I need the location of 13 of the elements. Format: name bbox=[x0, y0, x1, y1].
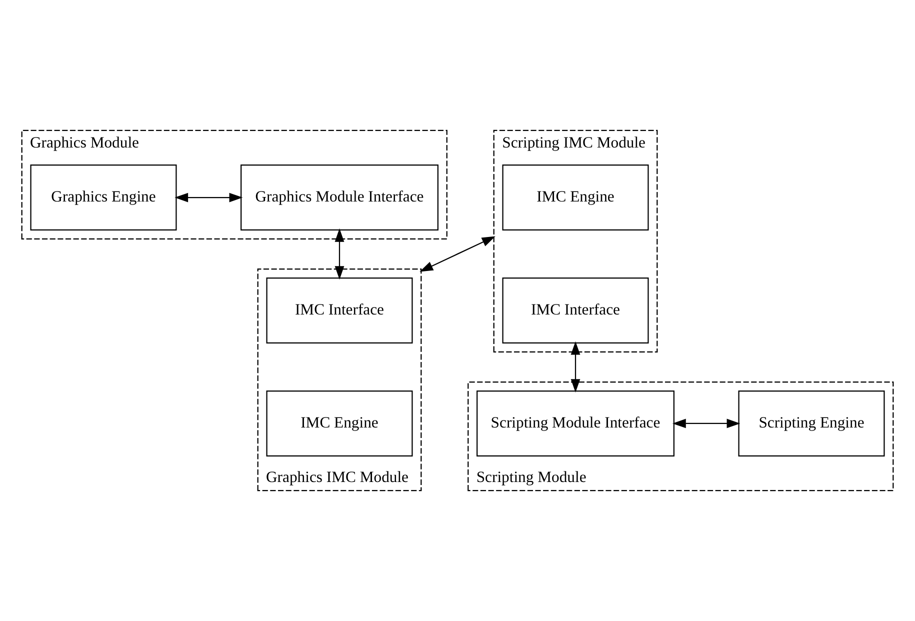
node-box: IMC Engine bbox=[502, 164, 649, 231]
arrow bbox=[334, 228, 344, 280]
arrow bbox=[174, 192, 243, 202]
node-box: Graphics Module Interface bbox=[240, 164, 438, 231]
arrow bbox=[570, 341, 580, 393]
node-box: IMC Interface bbox=[502, 278, 649, 344]
arrow bbox=[420, 236, 496, 272]
node-box: IMC Interface bbox=[266, 278, 413, 344]
node-box: Graphics Engine bbox=[30, 164, 177, 231]
arrow bbox=[672, 418, 740, 428]
node-box: Scripting Engine bbox=[738, 390, 885, 456]
node-box: Scripting Module Interface bbox=[476, 390, 674, 456]
node-box: IMC Engine bbox=[266, 390, 413, 456]
